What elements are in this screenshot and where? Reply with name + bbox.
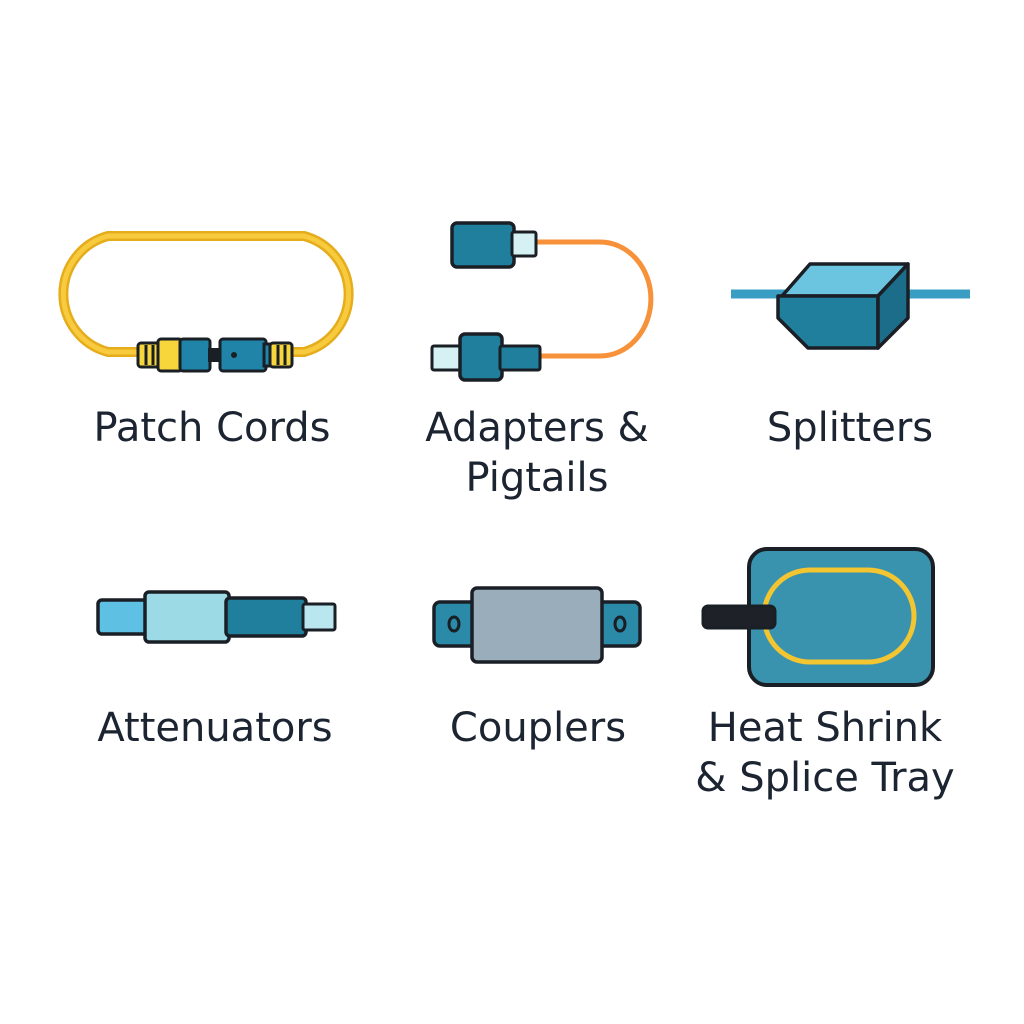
patch-cord-connector-right [218, 337, 268, 373]
splice-tray-icon [701, 547, 935, 687]
coupler-body [470, 586, 604, 664]
pigtail-connector-bottom [458, 332, 504, 382]
heat-shrink-sleeve [701, 604, 777, 630]
adapter-pigtail-icon [430, 221, 654, 382]
patch-cord-cable [58, 231, 354, 357]
patch-cord-ferrule-left [178, 337, 212, 373]
splitter-body [876, 262, 910, 350]
coupler-icon [432, 586, 642, 664]
label-adapters-pigtails: Adapters & Pigtails [425, 405, 649, 501]
label-patch-cords: Patch Cords [93, 405, 331, 451]
label-couplers: Couplers [449, 705, 627, 751]
label-splitters: Splitters [766, 405, 934, 451]
attenuator-icon [96, 590, 337, 644]
pigtail-connector-top [450, 221, 516, 269]
label-attenuators: Attenuators [97, 705, 333, 751]
splitter-icon [731, 262, 970, 350]
pigtail-cable [536, 239, 654, 359]
label-heat-shrink-splice-tray: Heat Shrink & Splice Tray [695, 705, 955, 801]
attenuator-body [143, 590, 231, 644]
patch-cord-icon [58, 231, 354, 373]
